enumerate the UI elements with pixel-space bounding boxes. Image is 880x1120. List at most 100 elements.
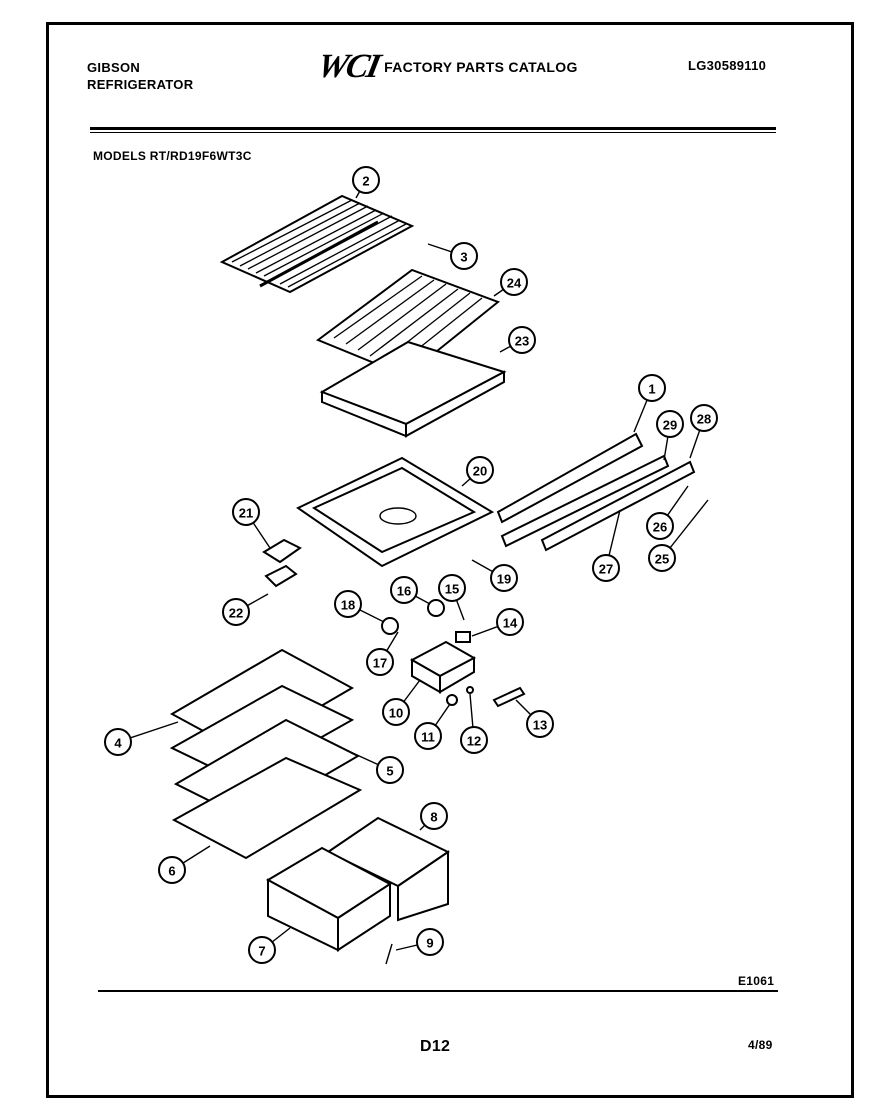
callout-circle [222, 598, 250, 626]
callout-circle [450, 242, 478, 270]
callout-12: 12 [460, 693, 488, 754]
callout-10: 10 [382, 679, 421, 726]
print-date: 4/89 [748, 1038, 773, 1052]
callout-label: 20 [473, 464, 487, 479]
light-assembly-parts-10-18 [381, 599, 526, 708]
callout-label: 24 [507, 276, 522, 291]
callout-label: 4 [114, 736, 122, 751]
crisper-drawers-parts-7-8 [265, 816, 450, 952]
callout-circle [496, 608, 524, 636]
callout-label: 25 [655, 552, 669, 567]
callout-9: 9 [395, 928, 444, 956]
callout-5: 5 [345, 749, 404, 784]
callout-label: 1 [648, 382, 655, 397]
callout-circle [460, 726, 488, 754]
callout-circle [104, 728, 132, 756]
models-line: MODELS RT/RD19F6WT3C [93, 149, 252, 163]
callout-circle [366, 648, 394, 676]
callout-15: 15 [438, 574, 466, 621]
callout-circle [416, 928, 444, 956]
callout-label: 3 [460, 250, 467, 265]
callout-label: 17 [373, 656, 387, 671]
callout-circle [466, 456, 494, 484]
callout-label: 10 [389, 706, 403, 721]
callout-circle [638, 374, 666, 402]
callout-label: 7 [258, 944, 265, 959]
callout-circle [420, 802, 448, 830]
callout-8: 8 [419, 802, 448, 831]
callout-label: 23 [515, 334, 529, 349]
callout-13: 13 [515, 699, 554, 738]
callout-label: 12 [467, 734, 481, 749]
callout-label: 29 [663, 418, 677, 433]
shelf-pan-part-23 [319, 340, 507, 438]
callout-26: 26 [646, 485, 689, 540]
wire-shelf-part-2 [219, 194, 415, 294]
callout-17: 17 [366, 631, 399, 676]
footer-rule [98, 990, 778, 992]
callout-24: 24 [493, 268, 528, 297]
callout-label: 14 [503, 616, 518, 631]
callout-circle [352, 166, 380, 194]
callout-circle [438, 574, 466, 602]
callout-label: 28 [697, 412, 711, 427]
callout-label: 26 [653, 520, 667, 535]
page-number: D12 [420, 1038, 451, 1055]
callout-label: 5 [386, 764, 393, 779]
divider-rod-part-9 [385, 943, 393, 965]
callout-circle [646, 512, 674, 540]
callout-23: 23 [499, 326, 536, 354]
callout-label: 21 [239, 506, 253, 521]
callout-29: 29 [656, 410, 684, 461]
glass-shelves-parts-4-5-6 [169, 648, 363, 860]
callout-circle [508, 326, 536, 354]
callout-25: 25 [648, 499, 709, 572]
callout-label: 22 [229, 606, 243, 621]
callout-11: 11 [414, 703, 451, 750]
callout-label: 8 [430, 810, 437, 825]
callout-circle [526, 710, 554, 738]
callout-circle [656, 410, 684, 438]
brand-name: GIBSON [87, 60, 141, 75]
callout-circle [414, 722, 442, 750]
callout-label: 9 [426, 936, 433, 951]
callout-label: 16 [397, 584, 411, 599]
callout-6: 6 [158, 845, 211, 884]
callout-circle [690, 404, 718, 432]
callout-label: 11 [421, 730, 435, 745]
callout-14: 14 [471, 608, 524, 637]
callout-3: 3 [427, 242, 478, 270]
callout-label: 13 [533, 718, 547, 733]
callout-27: 27 [592, 509, 621, 582]
callout-label: 27 [599, 562, 613, 577]
shelf-clips-part-21-22 [262, 538, 302, 588]
callout-21: 21 [232, 498, 271, 549]
callout-circle [592, 554, 620, 582]
callout-2: 2 [352, 166, 380, 199]
callout-circle [376, 756, 404, 784]
callout-20: 20 [461, 456, 494, 487]
callout-circle [648, 544, 676, 572]
page-frame [46, 22, 854, 1098]
callout-circle [390, 576, 418, 604]
callout-circle [248, 936, 276, 964]
callout-label: 15 [445, 582, 459, 597]
callout-19: 19 [471, 559, 518, 592]
callout-1: 1 [633, 374, 666, 433]
callout-7: 7 [248, 927, 291, 964]
header-rule [90, 127, 776, 130]
callout-label: 6 [168, 864, 175, 879]
shelf-frame-part-20 [296, 456, 495, 568]
callout-22: 22 [222, 593, 269, 626]
callout-circle [232, 498, 260, 526]
callout-label: 18 [341, 598, 355, 613]
callout-16: 16 [390, 576, 431, 605]
callout-circle [382, 698, 410, 726]
callout-4: 4 [104, 721, 179, 756]
callout-label: 19 [497, 572, 511, 587]
product-type: REFRIGERATOR [87, 77, 194, 92]
document-number: LG30589110 [688, 58, 767, 73]
callout-circle [500, 268, 528, 296]
callout-circle [490, 564, 518, 592]
